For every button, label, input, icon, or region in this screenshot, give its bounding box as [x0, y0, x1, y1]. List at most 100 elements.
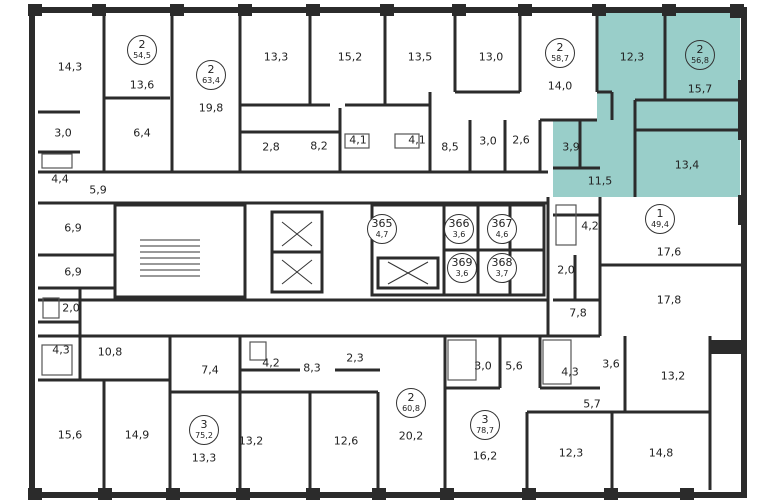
room-area-label: 5,7	[583, 397, 601, 411]
room-area-label: 14,9	[124, 428, 150, 442]
room-area-label: 17,8	[656, 293, 682, 307]
room-area-label: 5,9	[89, 183, 107, 197]
apartment-total-area: 54,5	[133, 51, 151, 60]
partition-walls-left	[38, 253, 170, 382]
room-area-label: 13,2	[238, 434, 264, 448]
apartment-room-count: 366	[448, 217, 470, 230]
room-area-label: 11,5	[587, 174, 613, 188]
apartment-total-area: 58,7	[551, 54, 569, 63]
room-area-label: 15,6	[57, 428, 83, 442]
room-area-label: 7,8	[569, 306, 587, 320]
room-area-label: 14,0	[547, 79, 573, 93]
room-area-label: 13,4	[674, 158, 700, 172]
room-area-label: 3,6	[602, 357, 620, 371]
apartment-room-count: 1	[656, 207, 664, 220]
room-area-label: 2,8	[262, 140, 280, 154]
apartment-total-area: 56,8	[691, 56, 709, 65]
room-area-label: 4,3	[561, 365, 579, 379]
room-area-label: 13,3	[191, 451, 217, 465]
room-area-label: 16,2	[472, 449, 498, 463]
room-area-label: 5,6	[505, 359, 523, 373]
room-area-label: 7,4	[201, 363, 219, 377]
room-area-label: 3,0	[474, 359, 492, 373]
stairs	[140, 221, 429, 285]
room-area-label: 15,7	[687, 82, 713, 96]
room-area-label: 15,2	[337, 50, 363, 64]
apartment-total-area: 63,4	[202, 76, 220, 85]
apartment-room-count: 368	[491, 256, 513, 269]
room-area-label: 4,1	[349, 133, 367, 147]
apartment-room-count: 2	[138, 38, 146, 51]
room-area-label: 13,0	[478, 50, 504, 64]
room-area-label: 2,3	[346, 351, 364, 365]
partition-walls-bottom	[102, 336, 712, 490]
room-area-label: 3,9	[562, 140, 580, 154]
room-area-label: 3,0	[479, 134, 497, 148]
apartment-total-area: 4,6	[495, 230, 509, 239]
building-core	[113, 203, 546, 299]
room-area-label: 4,2	[262, 356, 280, 370]
apartment-room-count: 2	[207, 63, 215, 76]
apartment-room-count: 365	[371, 217, 393, 230]
room-area-label: 14,3	[57, 60, 83, 74]
room-area-label: 8,2	[310, 139, 328, 153]
apartment-total-area: 75,2	[195, 431, 213, 440]
room-area-label: 13,2	[660, 369, 686, 383]
apartment-total-area: 3,6	[455, 269, 469, 278]
room-area-label: 4,1	[408, 133, 426, 147]
apartment-room-count: 3	[200, 418, 208, 431]
room-area-label: 3,0	[54, 126, 72, 140]
room-area-label: 19,8	[198, 101, 224, 115]
room-area-label: 12,6	[333, 434, 359, 448]
apartment-total-area: 3,7	[495, 269, 509, 278]
room-area-label: 14,8	[648, 446, 674, 460]
room-area-label: 2,0	[557, 263, 575, 277]
apartment-total-area: 49,4	[651, 220, 669, 229]
partition-walls-top	[38, 12, 740, 197]
room-area-label: 6,9	[64, 221, 82, 235]
room-area-label: 4,4	[51, 172, 69, 186]
room-area-label: 17,6	[656, 245, 682, 259]
apartment-room-count: 2	[407, 391, 415, 404]
room-area-label: 6,9	[64, 265, 82, 279]
room-area-label: 4,2	[581, 219, 599, 233]
apartment-total-area: 78,7	[476, 426, 494, 435]
bathroom-fixtures	[41, 133, 577, 385]
room-area-label: 4,3	[52, 343, 70, 357]
room-area-label: 13,3	[263, 50, 289, 64]
apartment-total-area: 60,8	[402, 404, 420, 413]
room-area-label: 13,6	[129, 78, 155, 92]
apartment-total-area: 4,7	[375, 230, 389, 239]
apartment-total-area: 3,6	[452, 230, 466, 239]
room-area-label: 8,5	[441, 140, 459, 154]
apartment-room-count: 369	[451, 256, 473, 269]
corridor-walls	[38, 170, 602, 338]
room-area-label: 2,6	[512, 133, 530, 147]
room-area-label: 12,3	[619, 50, 645, 64]
apartment-room-count: 2	[556, 41, 564, 54]
room-area-label: 8,3	[303, 361, 321, 375]
apartment-room-count: 367	[491, 217, 513, 230]
room-area-label: 20,2	[398, 429, 424, 443]
room-area-label: 2,0	[62, 301, 80, 315]
room-area-label: 10,8	[97, 345, 123, 359]
apartment-room-count: 3	[481, 413, 489, 426]
room-area-label: 12,3	[558, 446, 584, 460]
room-area-label: 6,4	[133, 126, 151, 140]
apartment-room-count: 2	[696, 43, 704, 56]
